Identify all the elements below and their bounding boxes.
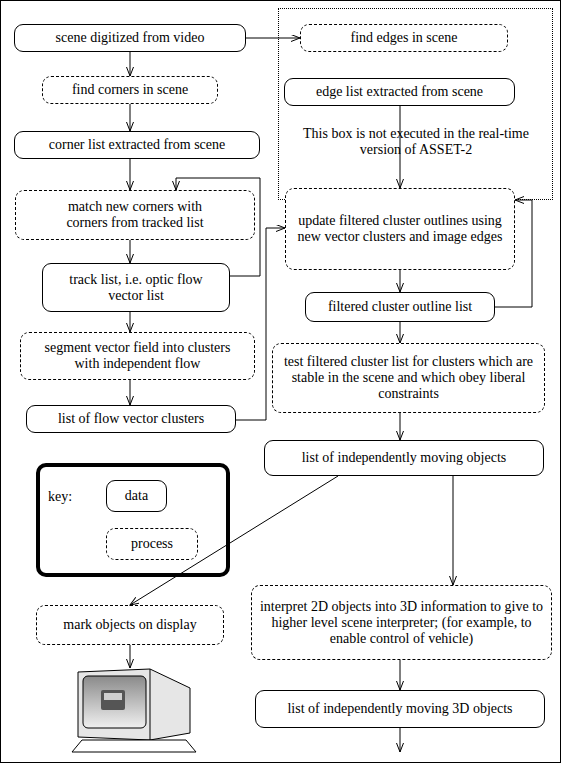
data-box: list of independently moving objects xyxy=(264,440,544,476)
flow-arrow xyxy=(130,380,131,405)
flow-arrow xyxy=(400,106,401,188)
output-arrow xyxy=(400,728,401,752)
data-box: track list, i.e. optic flow vector list xyxy=(42,263,230,312)
monitor-screen xyxy=(83,676,146,728)
box-text: track list, i.e. optic flow vector list xyxy=(64,272,209,304)
box-text: segment vector field into clusters with … xyxy=(40,340,235,372)
process-box: match new corners with corners from trac… xyxy=(15,190,255,240)
flow-arrow xyxy=(246,38,300,39)
box-text: mark objects on display xyxy=(63,617,196,633)
flow-arrow xyxy=(453,476,454,585)
legend-process-sample: process xyxy=(106,528,198,560)
vehicle-shape xyxy=(101,690,125,710)
box-text: edge list extracted from scene xyxy=(316,84,483,100)
flow-arrow xyxy=(400,322,401,343)
flow-arrow xyxy=(130,312,131,332)
flow-arrow xyxy=(130,104,131,131)
box-text: list of independently moving objects xyxy=(302,450,507,466)
process-box: test filtered cluster list for clusters … xyxy=(272,343,545,413)
box-text: scene digitized from video xyxy=(56,30,205,46)
monitor-cabinet xyxy=(78,669,190,740)
monitor-edge xyxy=(150,669,151,740)
box-text: update filtered cluster outlines using n… xyxy=(298,213,503,245)
data-box: scene digitized from video xyxy=(14,24,246,52)
vehicle-window xyxy=(104,693,122,700)
data-box: edge list extracted from scene xyxy=(284,78,515,106)
legend-text: data xyxy=(125,488,148,504)
box-text: list of flow vector clusters xyxy=(58,411,204,427)
box-text: list of independently moving 3D objects xyxy=(287,701,512,717)
group-box: This box is not executed in the real-tim… xyxy=(278,8,553,200)
flow-arrow xyxy=(130,240,131,263)
data-box: list of flow vector clusters xyxy=(26,405,236,433)
arrow-to-monitor xyxy=(130,645,131,668)
monitor-illustration xyxy=(72,669,196,752)
box-text: find corners in scene xyxy=(72,82,188,98)
legend-text: process xyxy=(131,536,173,552)
box-text: find edges in scene xyxy=(351,30,458,46)
process-box: update filtered cluster outlines using n… xyxy=(285,188,515,270)
flow-arrow xyxy=(130,159,131,190)
flow-arrow xyxy=(400,660,401,690)
flow-arrow xyxy=(130,476,338,605)
data-box: corner list extracted from scene xyxy=(14,131,260,159)
process-box: segment vector field into clusters with … xyxy=(20,332,255,380)
process-box: interpret 2D objects into 3D information… xyxy=(251,585,552,660)
flow-arrow xyxy=(130,52,131,76)
flow-arrow xyxy=(236,228,285,420)
process-box: mark objects on display xyxy=(36,605,224,645)
legend-data-sample: data xyxy=(106,480,167,512)
flow-arrow xyxy=(400,270,401,292)
box-text: filtered cluster outline list xyxy=(328,299,472,315)
box-text: corner list extracted from scene xyxy=(49,137,225,153)
note-text: This box is not executed in the real-tim… xyxy=(301,126,531,158)
monitor-base xyxy=(72,740,196,752)
flow-arrow xyxy=(495,200,532,307)
box-text: test filtered cluster list for clusters … xyxy=(284,354,534,402)
process-box: find corners in scene xyxy=(42,76,218,104)
legend-heading: key: xyxy=(48,489,72,505)
flow-arrow xyxy=(400,413,401,440)
data-box: filtered cluster outline list xyxy=(305,292,495,322)
process-box: find edges in scene xyxy=(300,24,508,52)
data-box: list of independently moving 3D objects xyxy=(255,690,545,728)
flow-arrow xyxy=(176,178,260,276)
box-text: interpret 2D objects into 3D information… xyxy=(257,599,547,647)
box-text: match new corners with corners from trac… xyxy=(48,199,223,231)
